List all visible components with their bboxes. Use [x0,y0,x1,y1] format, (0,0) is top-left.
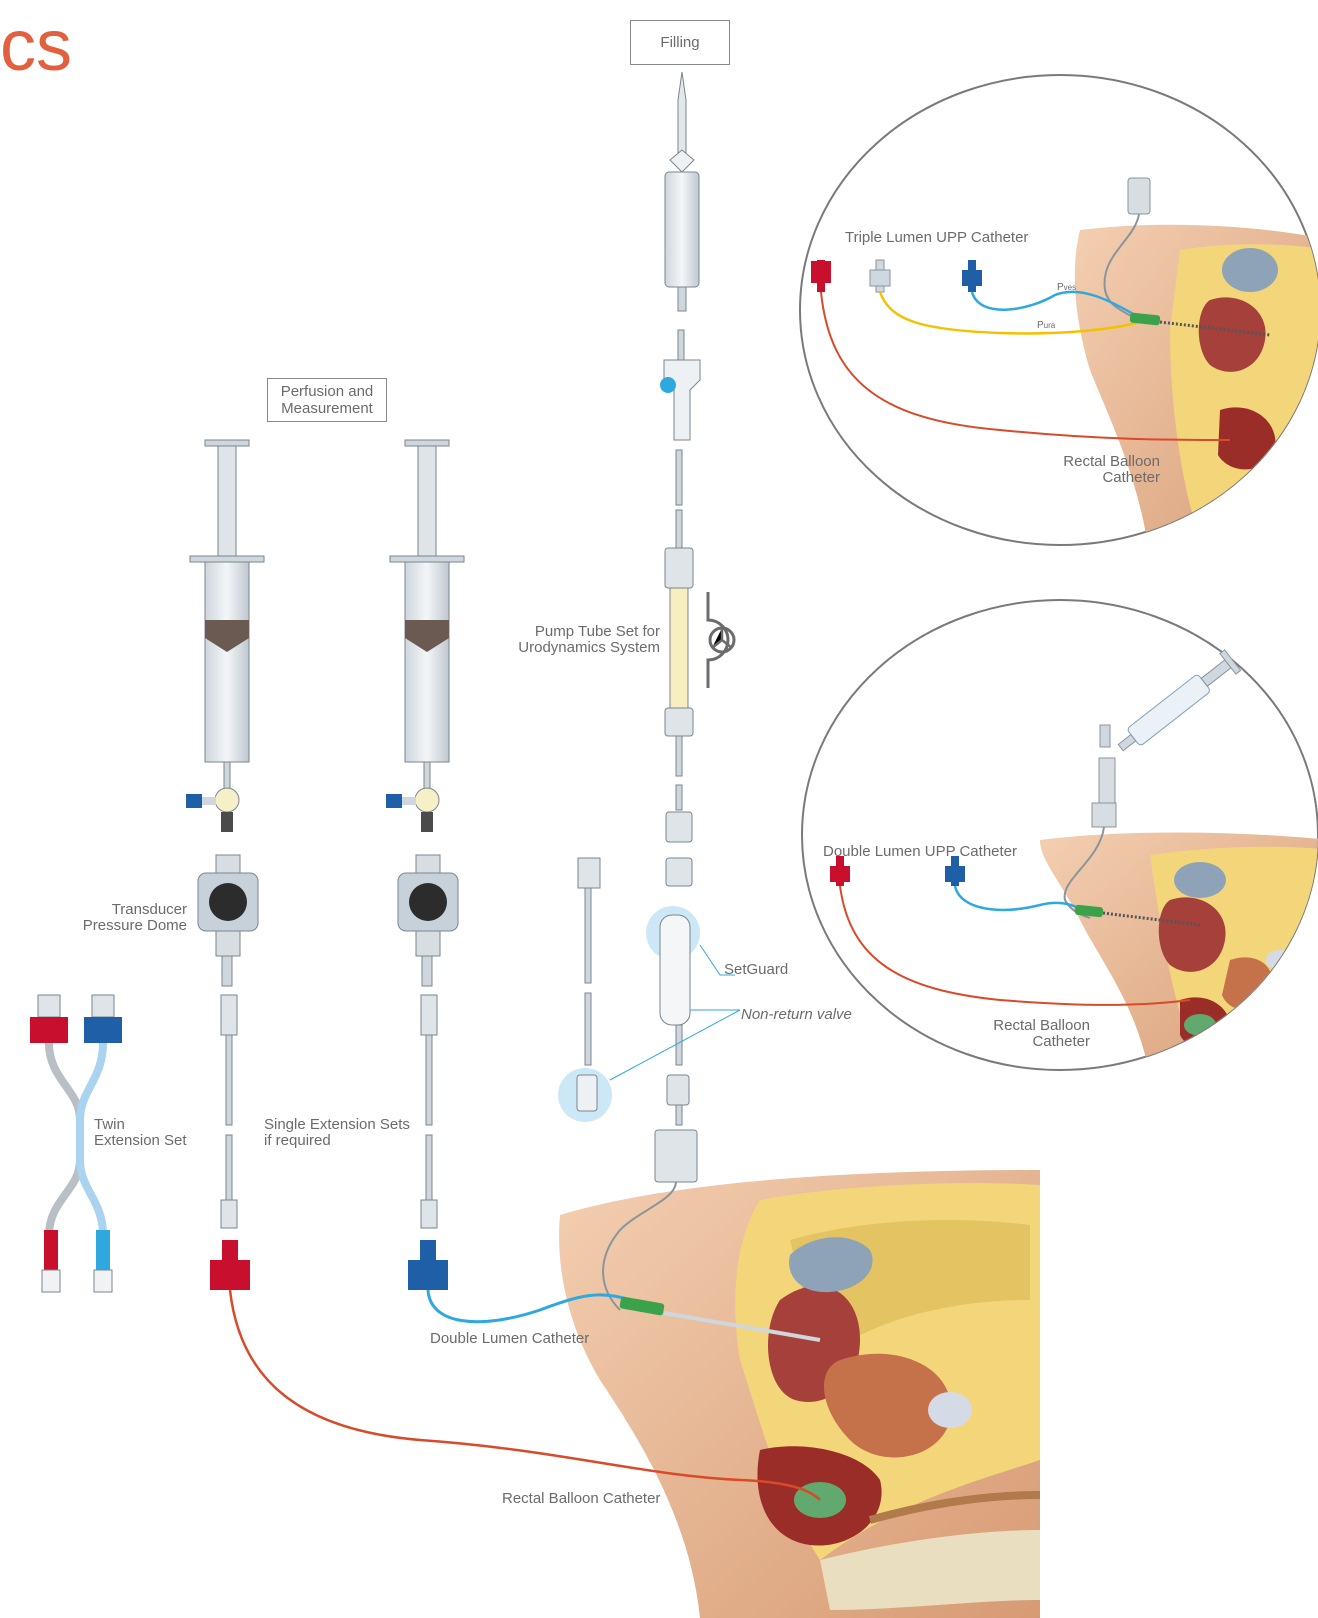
rectal-balloon-mid-label: Rectal Balloon Catheter [970,1018,1090,1050]
p-ura-sub: ura [1044,321,1056,330]
non-return-valve-label: Non-return valve [741,1007,881,1023]
rectal-balloon-top-label: Rectal Balloon Catheter [1040,454,1160,486]
filling-line [603,72,740,1310]
transducer-label: Transducer Pressure Dome [60,902,187,934]
perfusion-measurement-label: Perfusion and Measurement [267,378,387,422]
page-heading-fragment: cs [0,10,72,82]
rectal-balloon-catheter-label: Rectal Balloon Catheter [502,1491,702,1507]
double-lumen-upp-label: Double Lumen UPP Catheter [823,844,1043,860]
extension-with-valve [558,858,612,1122]
p-ves-sub: ves [1064,283,1076,292]
p-ura-label: Pura [1037,318,1055,334]
p-ura-main: P [1037,320,1044,331]
triple-lumen-inset [800,75,1318,560]
double-lumen-catheter-label: Double Lumen Catheter [430,1331,630,1347]
filling-label: Filling [630,20,730,65]
setguard-label: SetGuard [724,962,824,978]
main-anatomy-illustration [559,1170,1040,1618]
p-ves-main: P [1057,282,1064,293]
p-ves-label: Pves [1057,280,1076,296]
triple-lumen-upp-label: Triple Lumen UPP Catheter [845,230,1065,246]
single-extension-label: Single Extension Sets if required [264,1117,434,1149]
syringe-right [386,440,464,986]
syringe-left [186,440,264,986]
pump-tube-label: Pump Tube Set for Urodynamics System [480,624,660,656]
twin-extension-label: Twin Extension Set [94,1117,214,1149]
